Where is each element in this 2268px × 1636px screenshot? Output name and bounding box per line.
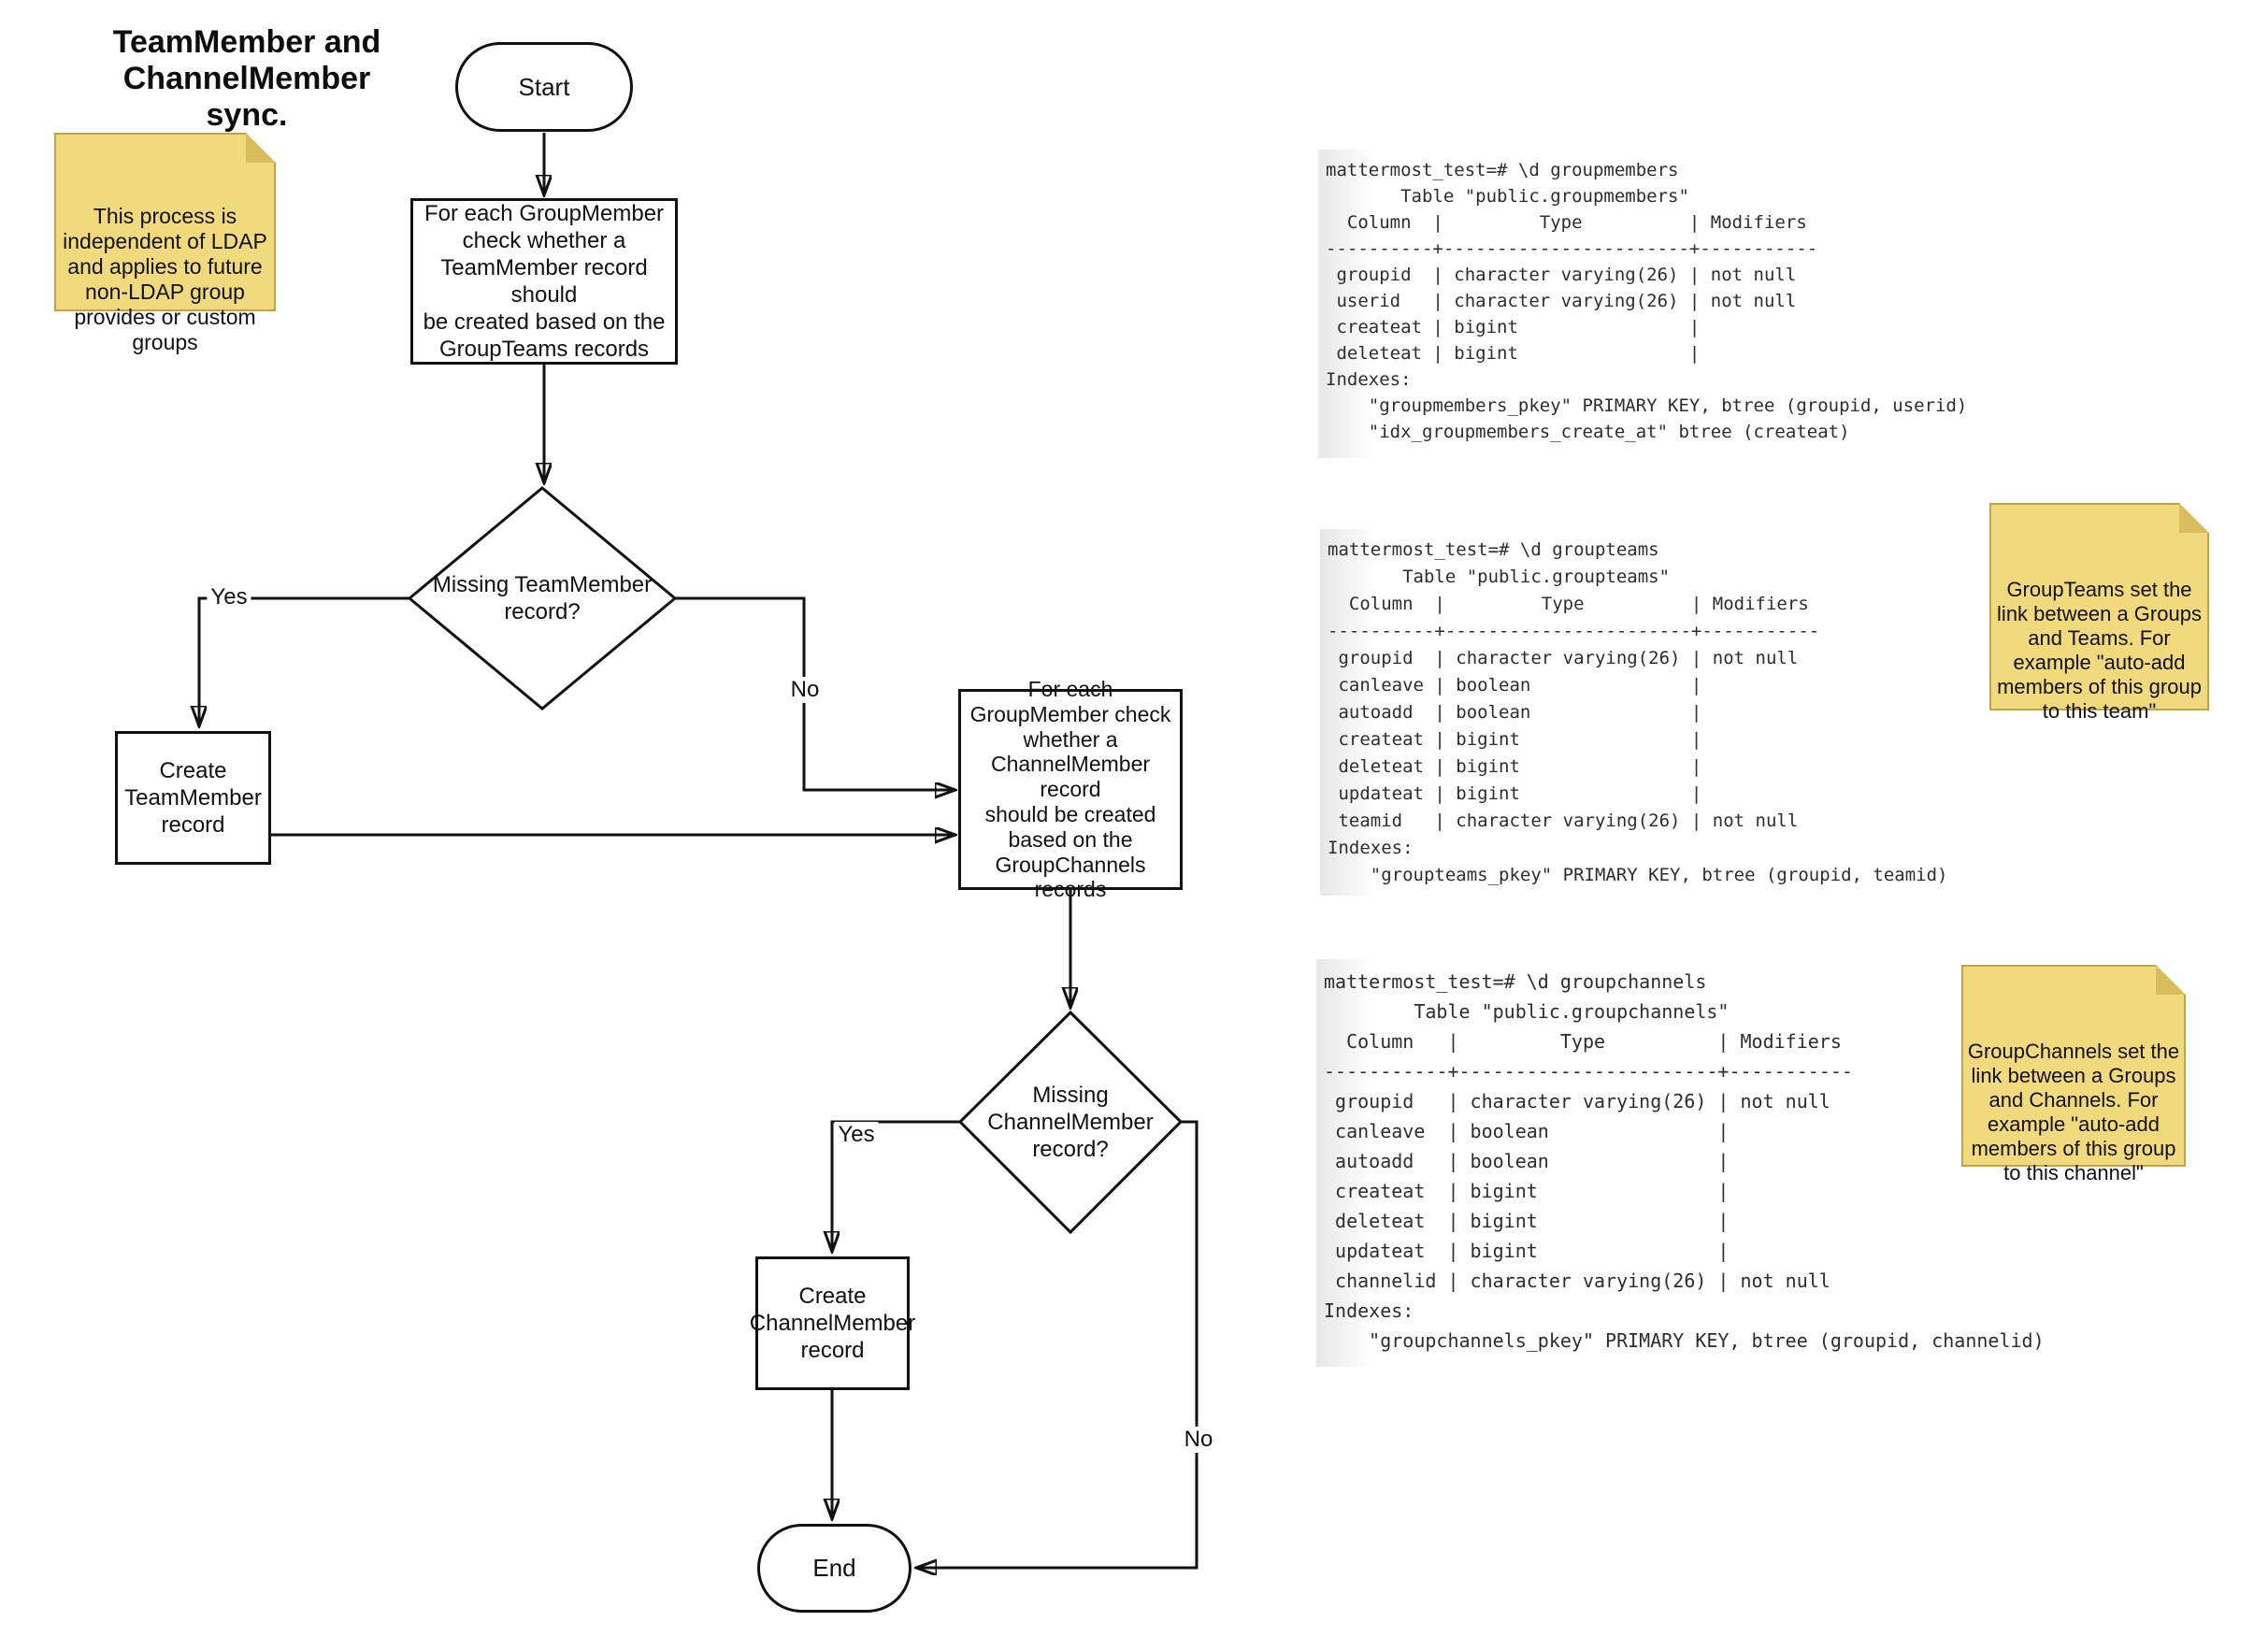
process-create-channelmember-text: Create ChannelMember record — [749, 1284, 916, 1363]
end-label: End — [812, 1554, 856, 1582]
psql-output-groupmembers-text: mattermost_test=# \d groupmembers Table … — [1326, 160, 1968, 442]
psql-output-groupteams-text: mattermost_test=# \d groupteams Table "p… — [1328, 539, 1948, 885]
sticky-note-groupteams: GroupTeams set the link between a Groups… — [1989, 503, 2209, 723]
edge-label-yes-2: Yes — [834, 1122, 879, 1148]
process-check-teammember-text: For each GroupMember check whether a Tea… — [423, 201, 666, 362]
start-node: Start — [455, 42, 633, 132]
start-label: Start — [518, 72, 570, 101]
note-fold-corner — [246, 133, 276, 163]
process-check-teammember: For each GroupMember check whether a Tea… — [410, 198, 678, 365]
sticky-note-text: This process is independent of LDAP and … — [63, 204, 267, 354]
end-node: End — [757, 1524, 912, 1613]
decision-missing-channelmember: Missing ChannelMember record? — [987, 1083, 1154, 1162]
edge-label-no-2: No — [1180, 1427, 1217, 1453]
note-fold-corner — [2179, 503, 2209, 533]
page-title: TeamMember and ChannelMember sync. — [112, 24, 381, 133]
process-create-teammember: Create TeamMember record — [115, 731, 271, 865]
edge-label-no-1: No — [786, 677, 824, 703]
psql-output-groupchannels-text: mattermost_test=# \d groupchannels Table… — [1324, 970, 2045, 1352]
edge-decision1-yes — [199, 596, 409, 725]
process-check-channelmember: For each GroupMember check whether a Cha… — [958, 677, 1183, 901]
note-fold-corner — [2156, 965, 2186, 995]
sticky-note-text: GroupTeams set the link between a Groups… — [1997, 578, 2202, 723]
psql-output-groupteams: mattermost_test=# \d groupteams Table "p… — [1320, 529, 2068, 896]
sticky-note-groupchannels: GroupChannels set the link between a Gro… — [1961, 965, 2186, 1184]
decision-missing-teammember: Missing TeamMember record? — [432, 572, 653, 624]
process-create-channelmember: Create ChannelMember record — [750, 1256, 915, 1390]
edge-decision2-no — [917, 1120, 1199, 1568]
sticky-note-ldap: This process is independent of LDAP and … — [54, 133, 276, 354]
process-check-channelmember-text: For each GroupMember check whether a Cha… — [969, 676, 1171, 902]
sticky-note-text: GroupChannels set the link between a Gro… — [1967, 1040, 2180, 1184]
edge-label-yes-1: Yes — [207, 584, 251, 610]
process-create-teammember-text: Create TeamMember record — [124, 758, 262, 838]
psql-output-groupmembers: mattermost_test=# \d groupmembers Table … — [1318, 150, 2160, 458]
